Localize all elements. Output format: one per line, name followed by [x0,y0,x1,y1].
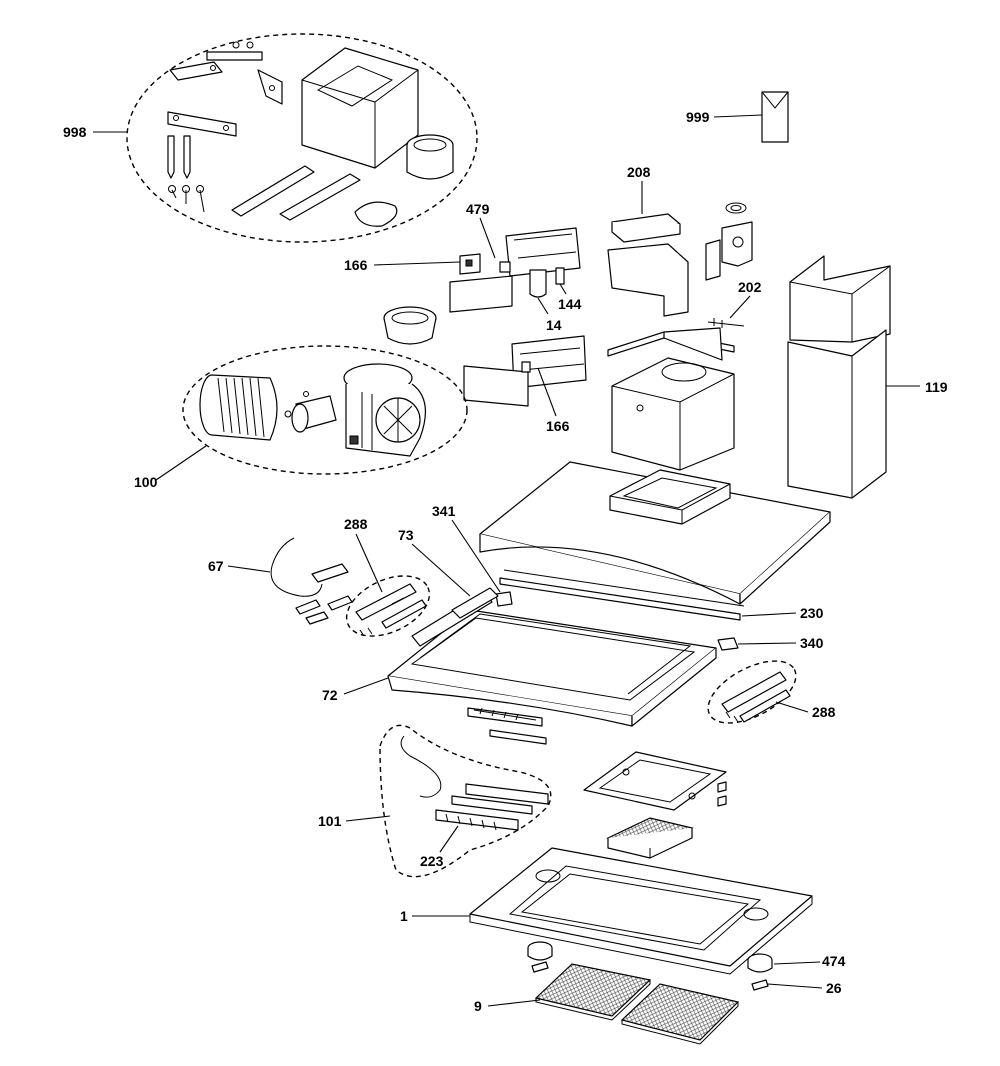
part-label-14: 14 [546,317,562,333]
chimney-cover-119: 119 [787,255,948,499]
part-label-1: 1 [400,908,408,924]
electrical-box-208: 208 [607,164,753,317]
duct-collar [383,306,437,345]
screw-202: 202 [707,279,762,328]
part-label-999: 999 [686,109,710,125]
switch-group-lower: 166 [463,335,587,434]
part-label-230: 230 [800,605,824,621]
blower-assembly-100: 100 [134,345,468,490]
motor-housing [607,327,735,471]
lamp-harness-101: 101 223 [318,724,552,878]
part-label-202: 202 [738,279,762,295]
part-label-144: 144 [558,296,582,312]
part-label-223: 223 [420,853,444,869]
trim-strip-73: 73 [398,527,499,647]
part-label-67: 67 [208,558,224,574]
part-label-166-upper: 166 [344,257,368,273]
part-label-340: 340 [800,635,824,651]
part-label-166-lower: 166 [546,418,570,434]
part-label-101: 101 [318,813,342,829]
switch-group-upper: 479 166 144 14 [344,201,582,333]
manual-999: 999 [686,91,789,143]
hood-body: 230 340 341 [432,461,831,651]
light-socket-288-right: 288 [707,660,836,724]
installation-kit-998 [126,33,478,243]
glass-panel-72: 72 [322,609,717,745]
part-label-100: 100 [134,474,158,490]
part-label-998: 998 [63,124,87,140]
part-label-208: 208 [627,164,651,180]
part-label-479: 479 [466,201,490,217]
part-label-288-left: 288 [344,516,368,532]
grease-filters-9: 9 [474,963,740,1045]
part-label-474: 474 [822,953,846,969]
light-socket-288-left: 288 [344,516,431,637]
part-label-73: 73 [398,527,414,543]
part-label-119: 119 [925,379,948,395]
bottom-frame-1: 1 [400,847,813,975]
filter-frame [583,751,727,859]
wire-harness-67: 67 [208,537,353,625]
part-label-9: 9 [474,998,482,1014]
part-label-72: 72 [322,687,338,703]
part-label-288-right: 288 [812,704,836,720]
part-label-26: 26 [826,980,842,996]
label-998: 998 [63,124,127,140]
part-label-341: 341 [432,503,456,519]
knob-474: 474 26 [527,941,846,996]
